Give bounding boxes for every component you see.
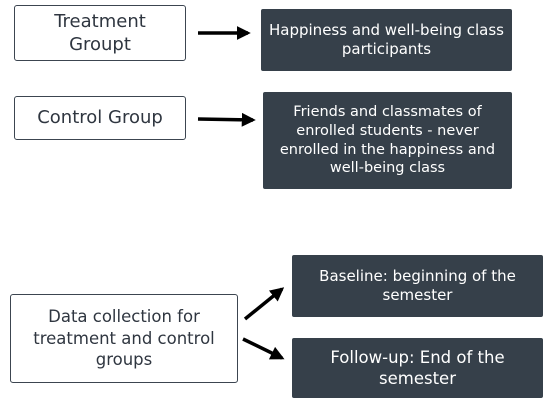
treatment-group-line1: Treatment [54, 10, 146, 32]
friends-line1: Friends and classmates of [293, 103, 482, 120]
followup-box: Follow-up: End of the semester [292, 338, 543, 398]
data-collection-line3: groups [95, 350, 153, 370]
treatment-group-box: Treatment Groupt [14, 5, 186, 61]
baseline-box: Baseline: beginning of the semester [292, 255, 543, 317]
data-collection-line2: treatment and control [33, 328, 215, 348]
participants-line1: Happiness and well-being class [269, 20, 504, 39]
participants-line2: participants [341, 40, 432, 58]
control-group-label: Control Group [37, 107, 163, 129]
data-collection-box: Data collection for treatment and contro… [10, 294, 238, 383]
friends-line4: well-being class [329, 160, 446, 177]
friends-line3: enrolled in the happiness and [279, 141, 496, 158]
arrow-data-to-followup [242, 337, 285, 360]
arrow-control-to-friends [197, 112, 256, 127]
followup-line1: Follow-up: End of the [330, 347, 505, 367]
treatment-group-line2: Groupt [69, 34, 131, 55]
friends-line2: enrolled students - never [296, 122, 479, 139]
baseline-line2: semester [382, 286, 453, 304]
arrow-data-to-baseline [243, 287, 285, 321]
baseline-line1: Baseline: beginning of the [319, 266, 516, 285]
data-collection-line1: Data collection for [48, 307, 200, 327]
followup-line2: semester [379, 369, 456, 388]
control-group-box: Control Group [14, 96, 186, 140]
participants-box: Happiness and well-being class participa… [261, 9, 512, 71]
friends-classmates-box: Friends and classmates of enrolled stude… [263, 92, 512, 189]
